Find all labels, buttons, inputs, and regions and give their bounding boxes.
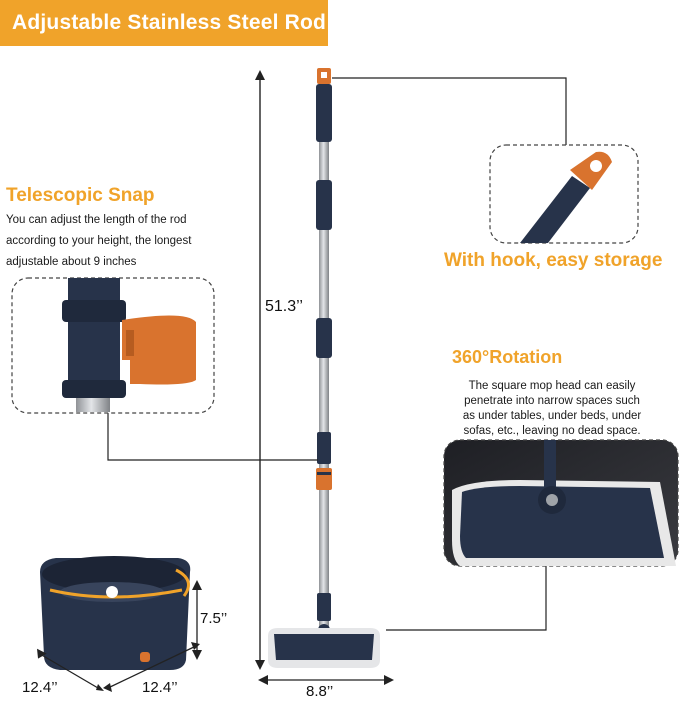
telescopic-line: according to your height, the longest — [6, 235, 192, 247]
bucket-width-arrow — [37, 648, 104, 691]
bucket-depth-label: 12.4’’ — [142, 679, 178, 696]
mop-width-label: 8.8’’ — [306, 683, 334, 700]
snap-callout — [11, 277, 215, 414]
telescopic-heading: Telescopic Snap — [6, 185, 155, 206]
telescopic-description: You can adjust the length of the rod acc… — [6, 210, 236, 273]
bucket-width-label: 12.4’’ — [22, 679, 58, 696]
hook-connector — [332, 77, 567, 146]
telescopic-line: You can adjust the length of the rod — [6, 214, 187, 226]
rotation-heading: 360°Rotation — [452, 347, 563, 367]
hook-callout — [489, 144, 639, 244]
mop-width-arrow — [258, 675, 394, 685]
telescopic-line: adjustable about 9 inches — [6, 256, 137, 268]
snap-connector — [107, 412, 318, 461]
rotation-callout — [443, 439, 679, 567]
hook-caption: With hook, easy storage — [444, 250, 663, 271]
rotation-line: The square mop head can easily — [468, 380, 636, 392]
rod-length-arrow — [255, 70, 265, 670]
mop-rod — [316, 68, 332, 640]
spin-bucket — [40, 556, 191, 670]
rotation-line: as under tables, under beds, under — [462, 410, 642, 422]
title-banner: Adjustable Stainless Steel Rod — [0, 0, 328, 46]
bucket-depth-arrow — [103, 642, 200, 692]
rotation-line: sofas, etc., leaving no dead space. — [463, 425, 641, 437]
rod-length-label: 51.3’’ — [265, 298, 303, 315]
bucket-height-label: 7.5’’ — [200, 610, 228, 627]
rotation-line: penetrate into narrow spaces such — [464, 395, 640, 407]
rotation-connector — [386, 566, 547, 631]
rotation-description: The square mop head can easily penetrate… — [436, 379, 668, 439]
mop-head — [268, 628, 380, 668]
